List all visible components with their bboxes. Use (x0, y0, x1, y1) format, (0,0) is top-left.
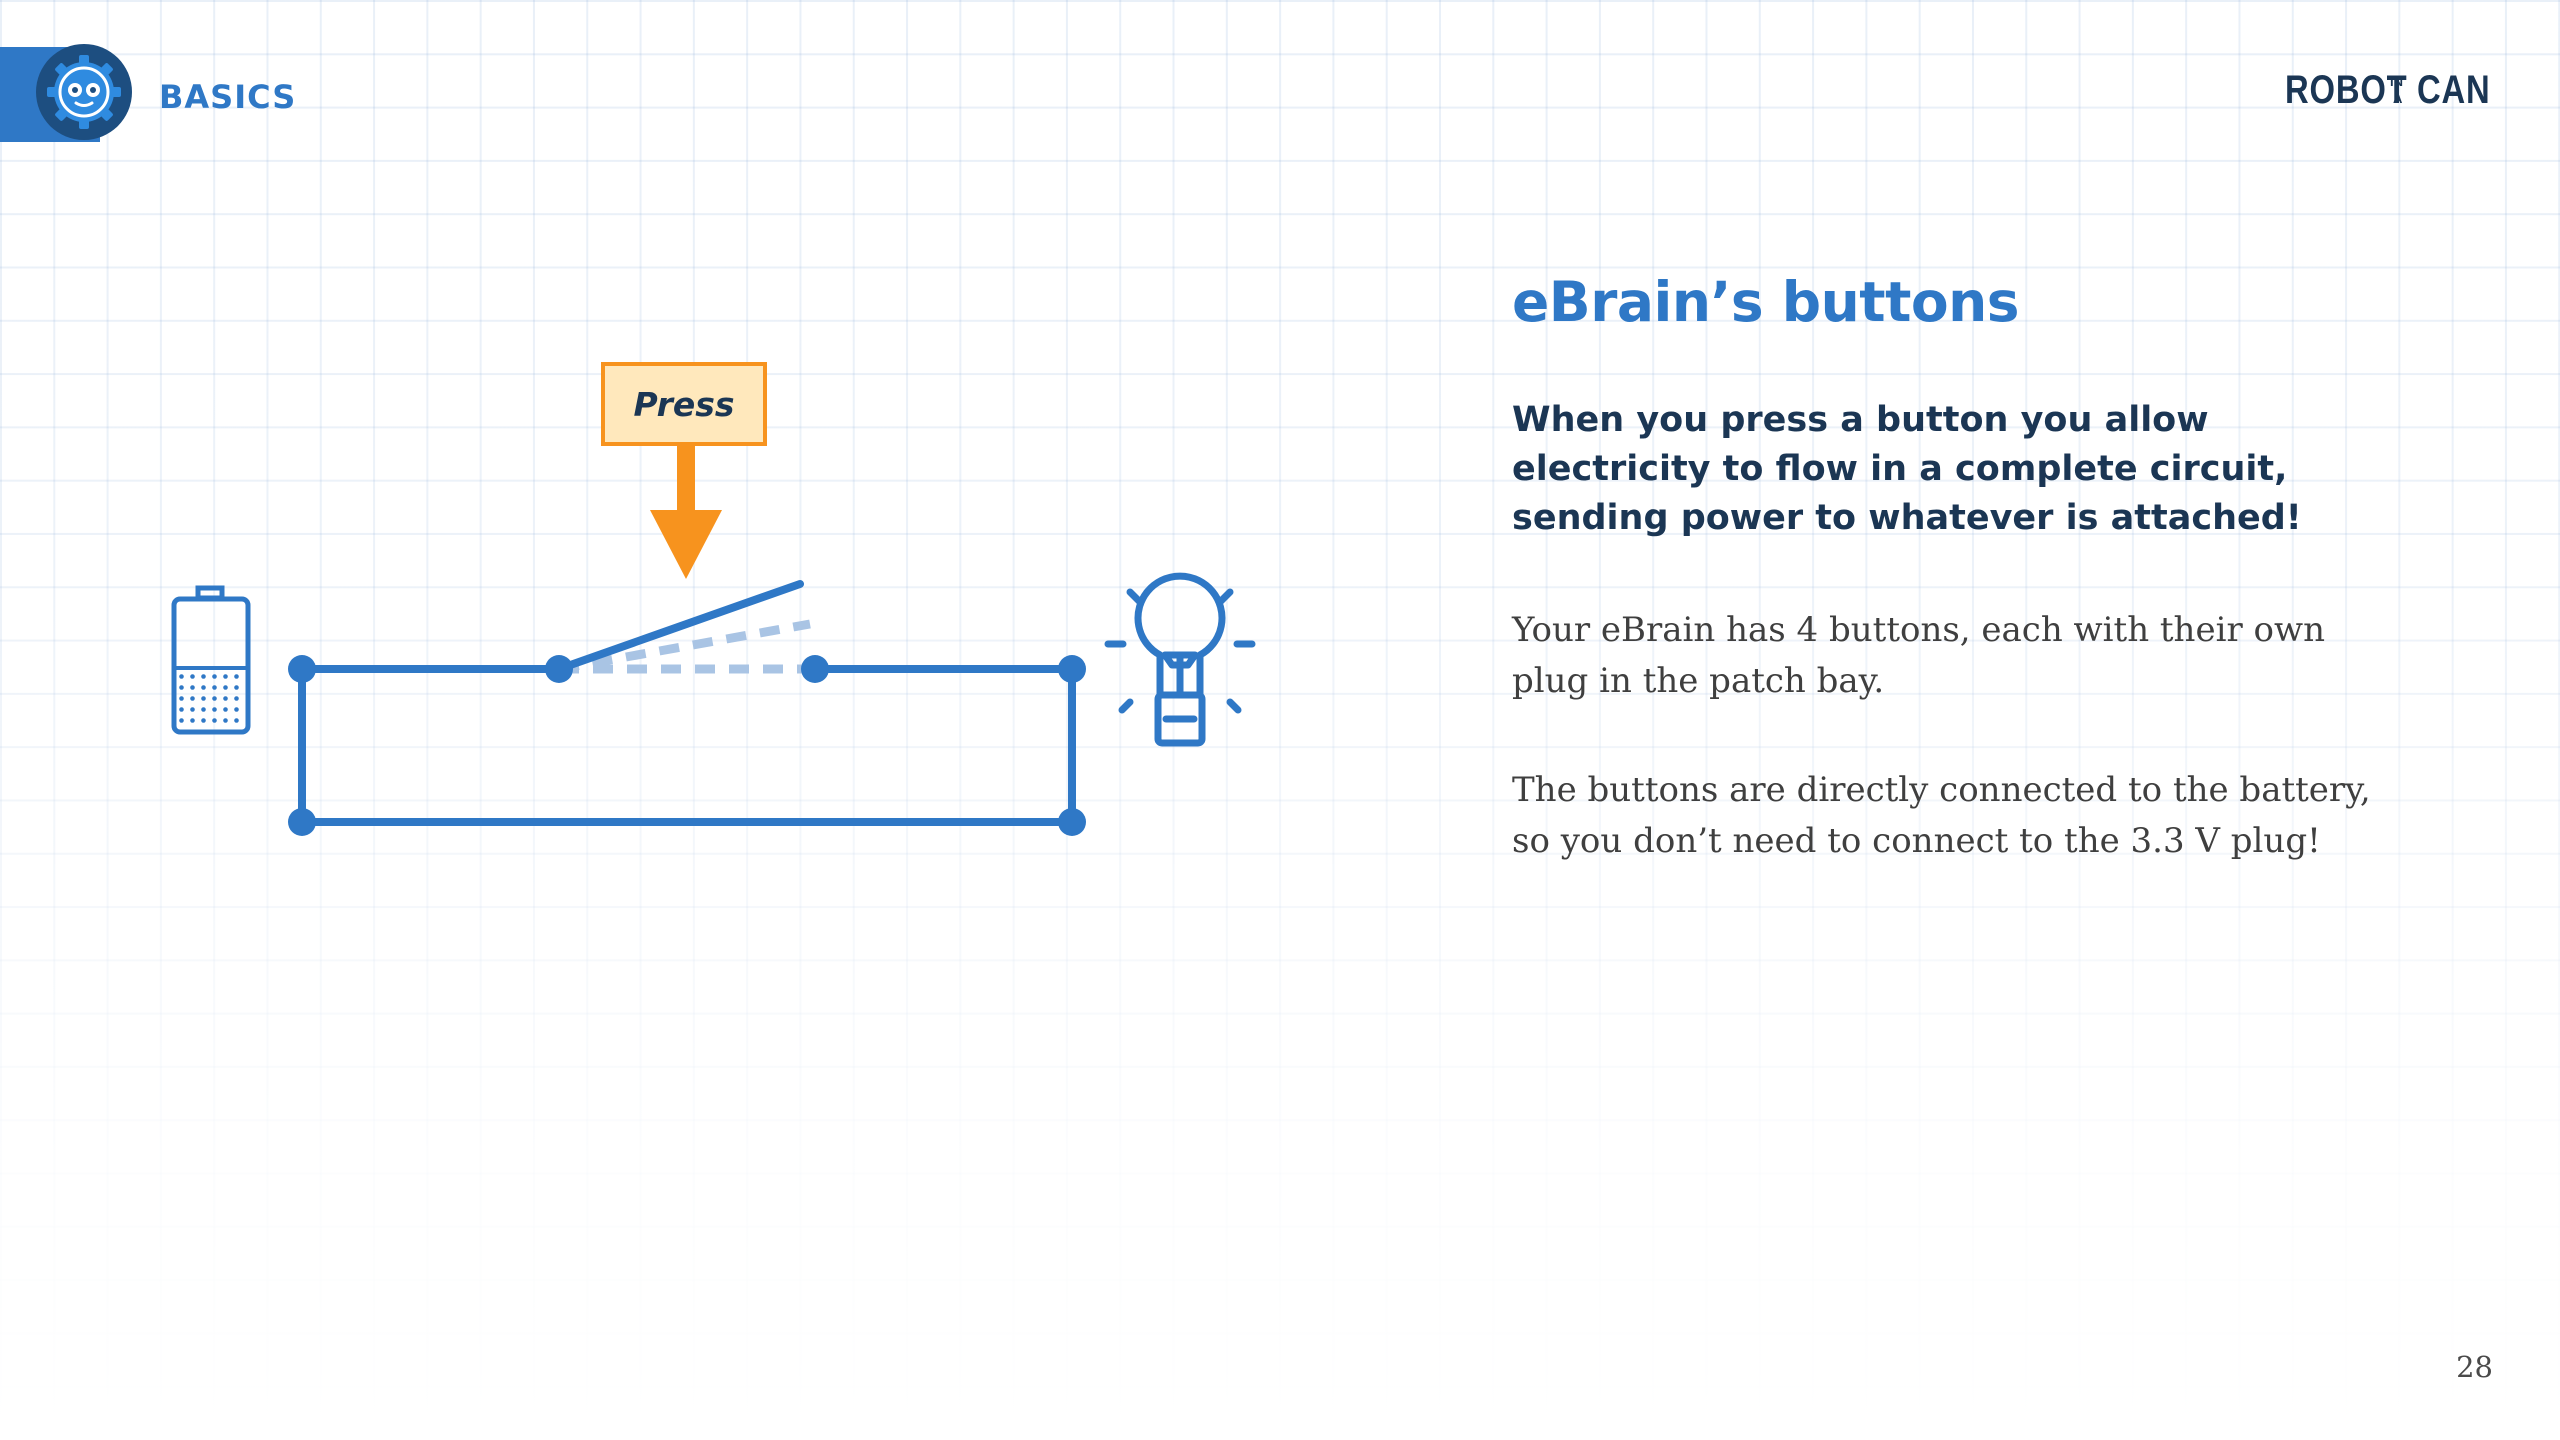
logo-word-can: CAN (2417, 68, 2491, 112)
lightbulb-icon (1104, 572, 1256, 747)
press-label: Press (633, 384, 735, 424)
logo-word-a: A (2393, 91, 2403, 106)
lead-paragraph: When you press a button you allow electr… (1512, 400, 2302, 538)
down-arrow-icon (650, 446, 722, 579)
circuit-wires (298, 665, 1076, 826)
logo-word-in: IN (2390, 74, 2403, 89)
page-number: 28 (2456, 1350, 2493, 1384)
robot-in-a-can-logo: ROBOT IN A CAN (2285, 68, 2495, 118)
page-title: eBrain’s buttons (1512, 270, 2020, 334)
gear-robot-face-icon (36, 44, 132, 140)
battery-icon (171, 585, 251, 735)
section-label: BASICS (159, 78, 297, 116)
logo-word-robot: ROBOT (2285, 68, 2408, 112)
switch-icon (555, 580, 812, 674)
circuit-nodes (288, 655, 1086, 836)
body-paragraph-2: The buttons are directly connected to th… (1512, 770, 2371, 861)
press-box (601, 362, 767, 446)
body-paragraph-1: Your eBrain has 4 buttons, each with the… (1512, 610, 2325, 701)
